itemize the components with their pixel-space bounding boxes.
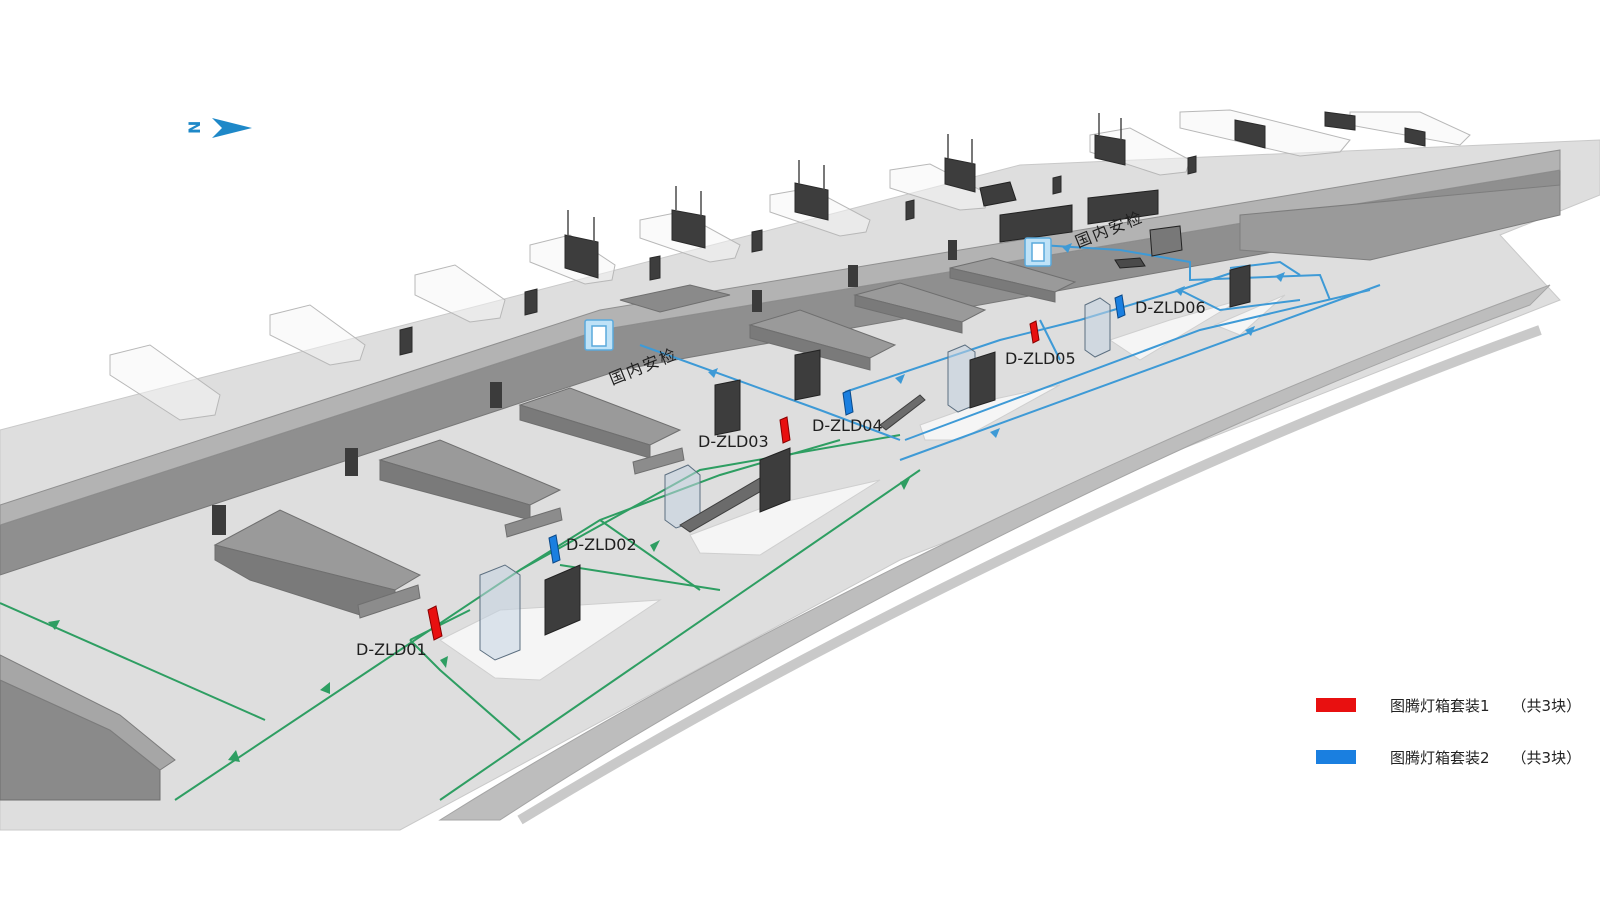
totem-lightbox-blue [842,389,854,416]
green-route [0,434,921,801]
glass-elevators [479,297,1111,661]
sign-label: D-ZLD01 [356,640,427,659]
escalators [679,394,926,533]
legend-label: 图腾灯箱套装1 [1390,696,1490,715]
security-gate-icon [584,319,614,351]
sign-d-zld04: D-ZLD04 [812,389,883,435]
curved-roadway [438,284,1551,821]
sign-label: D-ZLD03 [698,432,769,451]
floor-billboards [544,264,1251,636]
totem-lightbox-red [427,605,443,641]
wall-posts [212,240,957,535]
compass-letter: N [185,121,204,134]
sign-d-zld02: D-ZLD02 [548,534,637,564]
sign-label: D-ZLD05 [1005,349,1076,368]
sign-label: D-ZLD02 [566,535,637,554]
back-wall-ext [1239,184,1561,261]
legend-swatch-red [1316,698,1356,712]
north-arrow-icon: N [185,118,252,138]
hanging-screens [399,111,1426,356]
blue-route [639,244,1381,461]
back-wall-top [0,149,1561,526]
sign-d-zld03: D-ZLD03 [698,416,791,451]
legend-count: （共3块） [1511,748,1582,767]
curved-curb [517,325,1542,825]
legend-count: （共3块） [1511,696,1582,715]
security-structures [979,181,1183,269]
legend-item-totem-2: 图腾灯箱套装2 （共3块） [1316,746,1581,768]
legend-item-totem-1: 图腾灯箱套装1 （共3块） [1316,694,1581,716]
blue-route-arrows [708,243,1285,438]
sign-label: D-ZLD06 [1135,298,1206,317]
podium-benches [357,447,685,619]
gate-podiums [213,257,1077,616]
sign-label: D-ZLD04 [812,416,883,435]
sign-d-zld05: D-ZLD05 [1005,320,1076,368]
sign-d-zld06: D-ZLD06 [1114,294,1206,319]
totem-lightbox-red [1029,320,1040,344]
sign-d-zld01: D-ZLD01 [356,605,443,659]
green-route-arrows [48,478,910,762]
security-gate-icon [1024,237,1052,267]
totem-lightbox-red [779,416,791,444]
legend-swatch-blue [1316,750,1356,764]
totem-lightbox-blue [1114,294,1126,319]
totem-lightbox-blue [548,534,561,564]
screen-hangers [567,113,1122,242]
legend-label: 图腾灯箱套装2 [1390,748,1490,767]
corner-block-face [0,654,176,771]
